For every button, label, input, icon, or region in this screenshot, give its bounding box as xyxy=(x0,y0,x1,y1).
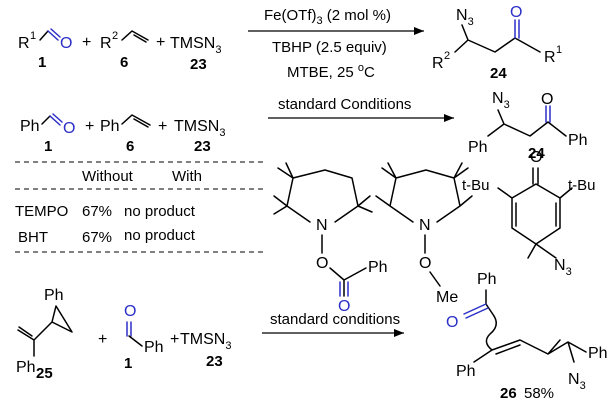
row4-ring-opening-reaction: Ph Ph 25 + O Ph 1 + TMSN3 23 standard co… xyxy=(16,271,608,402)
r2-sup: 2 xyxy=(444,50,450,62)
azide-label: N3 xyxy=(554,257,572,278)
tempo-methyl-ether-adduct: N O Me xyxy=(375,162,473,306)
product-24-general: N3 O R 2 R 1 24 xyxy=(432,4,562,82)
column-header-with: With xyxy=(172,168,202,185)
row2-model-reaction: Ph O 1 + Ph 6 + TMSN3 23 standard Condit… xyxy=(20,90,588,162)
methyl-label: Me xyxy=(436,289,458,306)
oxygen-label: O xyxy=(63,120,75,137)
compound-number-23: 23 xyxy=(190,56,207,73)
tmsn3-label: TMSN3 xyxy=(174,118,225,139)
phenyl-label: Ph xyxy=(144,339,164,356)
tbu-right-label: t-Bu xyxy=(568,177,596,194)
azide-label: N3 xyxy=(568,371,586,392)
compound-number-25: 25 xyxy=(36,365,53,382)
column-header-without: Without xyxy=(82,168,134,185)
phenyl-label: Ph xyxy=(100,118,120,135)
r1-sup: 1 xyxy=(556,44,562,56)
plus-sign: + xyxy=(158,118,167,135)
benzaldehyde-1: O Ph 1 xyxy=(124,303,164,372)
azide-label: N3 xyxy=(456,7,474,28)
phenyl-label: Ph xyxy=(568,132,588,149)
tmsn3-label: TMSN3 xyxy=(180,331,231,352)
table-row: BHT 67% no product xyxy=(18,227,196,246)
alkene-r2: R 2 6 xyxy=(100,30,149,71)
phenyl-label: Ph xyxy=(44,287,64,304)
carbonyl-oxygen: O xyxy=(510,4,522,21)
radical-trap-table: Without With TEMPO 67% no product BHT 67… xyxy=(15,161,266,253)
row1-general-reaction: R 1 O 1 + R 2 6 + TMSN3 23 Fe(OTf)3 (2 m… xyxy=(18,4,562,82)
without-cell: 67% xyxy=(82,203,112,220)
compound-number-24: 24 xyxy=(490,65,507,82)
oxidant-label: TBHP (2.5 equiv) xyxy=(272,39,387,56)
aldehyde-r1: R 1 O 1 xyxy=(18,28,72,71)
tbu-left-label: t-Bu xyxy=(462,177,490,194)
carbonyl-oxygen: O xyxy=(541,91,553,108)
compound-number-23: 23 xyxy=(206,353,223,370)
compound-number-1: 1 xyxy=(38,54,46,71)
with-cell: no product xyxy=(124,203,196,220)
phenyl-label: Ph xyxy=(468,139,488,156)
table-row: TEMPO 67% no product xyxy=(15,203,196,220)
compound-number-6: 6 xyxy=(120,54,128,71)
phenyl-label: Ph xyxy=(368,259,388,276)
phenyl-label: Ph xyxy=(588,345,608,362)
plus-sign: + xyxy=(82,34,91,51)
nitrogen-label: N xyxy=(419,217,431,234)
reagent-cell: TEMPO xyxy=(15,203,68,220)
bht-azide-adduct: O t-Bu t-Bu N3 xyxy=(462,149,596,278)
compound-number-1: 1 xyxy=(44,138,52,155)
azide-label: N3 xyxy=(492,90,510,111)
oxygen-label: O xyxy=(124,303,136,320)
without-cell: 67% xyxy=(82,229,112,246)
carbonyl-oxygen: O xyxy=(446,314,458,331)
plus-sign: + xyxy=(98,331,107,348)
with-cell: no product xyxy=(124,227,196,244)
solvent-temp-label: MTBE, 25 oC xyxy=(287,62,375,81)
plus-sign: + xyxy=(156,34,165,51)
r1-label: R xyxy=(544,49,556,66)
product-26: Ph O Ph Ph N3 26 58% xyxy=(446,271,608,402)
product-24: N3 O Ph Ph 24 xyxy=(468,90,588,162)
r2-sup: 2 xyxy=(112,30,118,42)
r1-label: R xyxy=(18,35,30,52)
phenyl-label: Ph xyxy=(20,118,40,135)
yield-label: 58% xyxy=(524,385,554,402)
compound-number-24: 24 xyxy=(528,145,545,162)
carbonyl-oxygen: O xyxy=(338,298,350,315)
phenyl-label: Ph xyxy=(456,363,476,380)
nitrogen-label: N xyxy=(316,217,328,234)
conditions-label: standard conditions xyxy=(270,311,400,328)
tmsn3-label: TMSN3 xyxy=(170,35,221,56)
oxygen-label: O xyxy=(316,255,328,272)
plus-sign: + xyxy=(85,118,94,135)
plus-sign: + xyxy=(170,331,179,348)
reagent-cell: BHT xyxy=(18,229,48,246)
r1-sup: 1 xyxy=(30,30,36,42)
compound-number-1: 1 xyxy=(124,355,132,372)
phenyl-label: Ph xyxy=(16,359,36,376)
r2-label: R xyxy=(100,35,112,52)
tempo-benzoate-adduct: N O O Ph xyxy=(273,162,388,315)
r2-label: R xyxy=(432,55,444,72)
compound-number-6: 6 xyxy=(126,138,134,155)
conditions-label: standard Conditions xyxy=(278,96,411,113)
vinylcyclopropane-25: Ph Ph 25 xyxy=(16,287,73,382)
oxygen-label: O xyxy=(419,255,431,272)
compound-number-26: 26 xyxy=(500,385,517,402)
catalyst-label: Fe(OTf)3 (2 mol %) xyxy=(264,7,391,27)
oxygen-label: O xyxy=(60,35,72,52)
compound-number-23: 23 xyxy=(194,138,211,155)
phenyl-label: Ph xyxy=(477,271,497,288)
carbonyl-oxygen: O xyxy=(530,149,542,166)
